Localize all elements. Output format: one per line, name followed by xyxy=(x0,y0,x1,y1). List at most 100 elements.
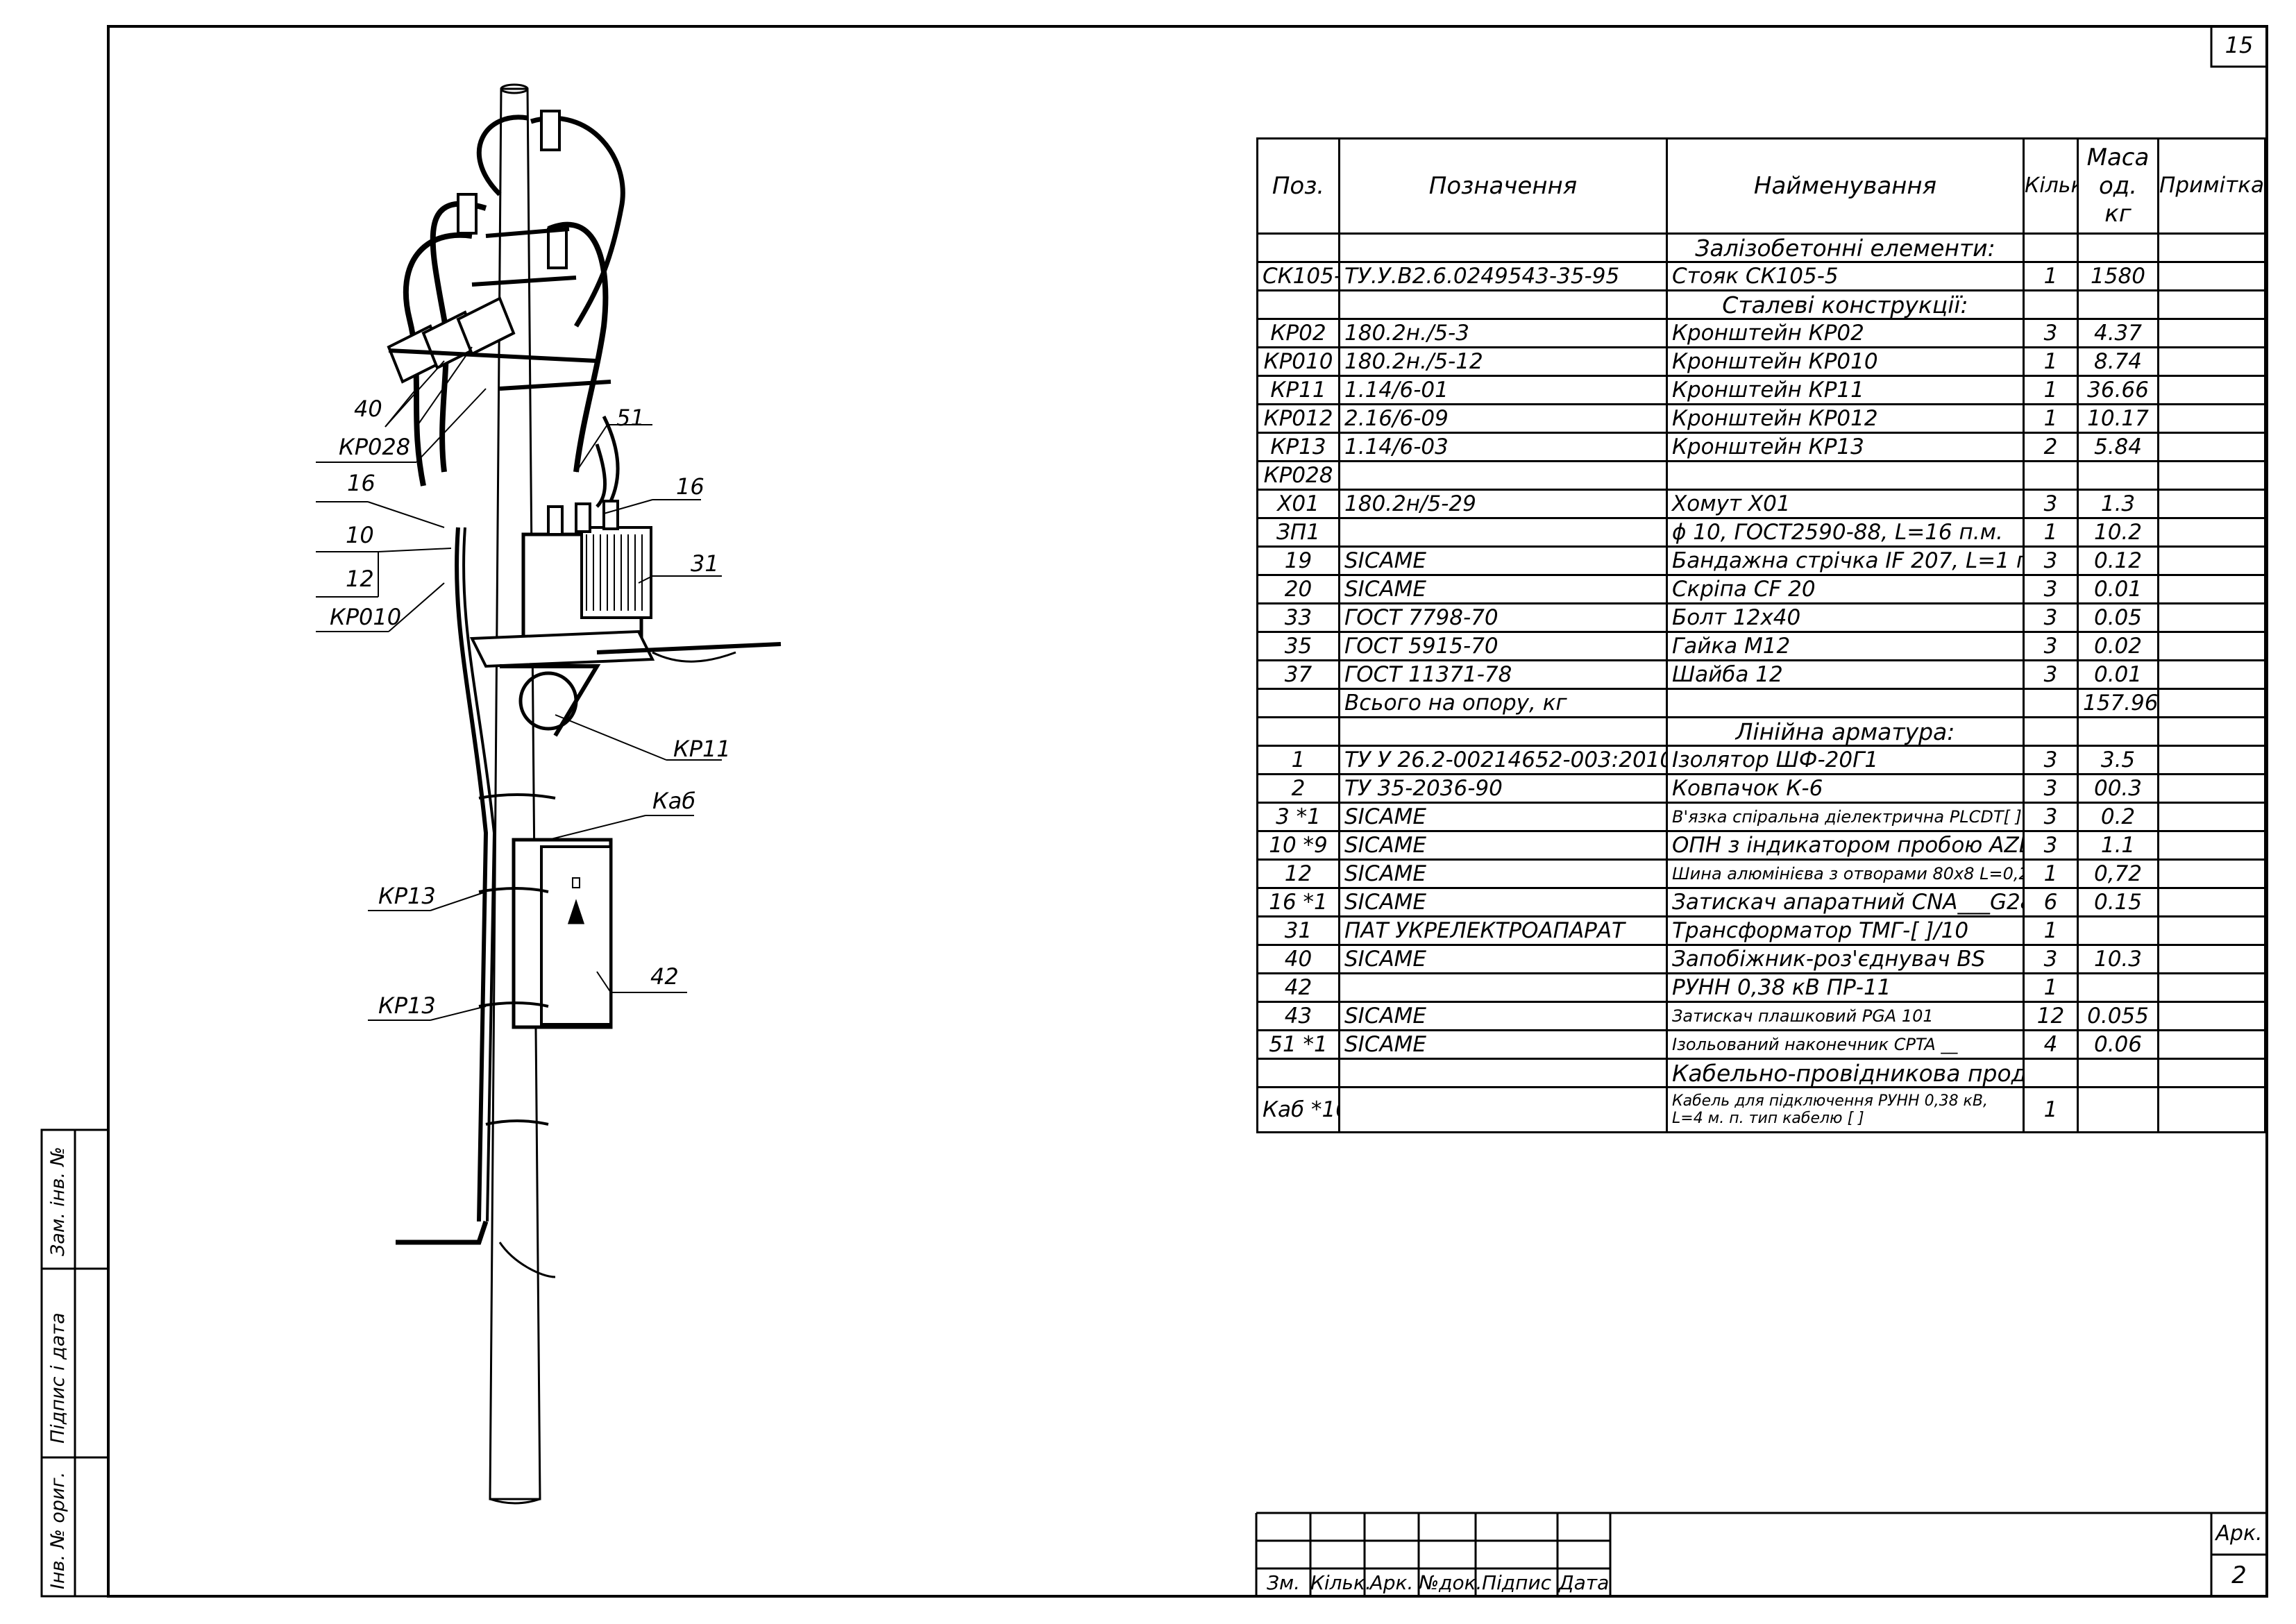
cell-name: Кабель для підключення РУНН 0,38 кВ, L=4… xyxy=(1666,1086,2025,1133)
cell-mass: 0.12 xyxy=(2077,545,2159,576)
cell-pos: 35 xyxy=(1256,631,1340,661)
cell-note xyxy=(2157,602,2266,633)
cell-name: ОПН з індикатором пробою AZB-D_____-1 xyxy=(1666,830,2025,861)
cell-name: Болт 12х40 xyxy=(1666,602,2025,633)
cell-designation: 1.14/6-03 xyxy=(1338,432,1668,462)
tb-col-ark: Арк. xyxy=(1369,1571,1414,1594)
cell-name: Затискач апаратний CNA___G28 xyxy=(1666,887,2025,917)
cell-empty xyxy=(1256,289,1340,320)
header-name: Найменування xyxy=(1666,137,2025,235)
cell-pos: 12 xyxy=(1256,858,1340,889)
tb-col-ndok: №док. xyxy=(1419,1571,1483,1594)
cell-empty xyxy=(1256,716,1340,747)
cell-note xyxy=(2157,460,2266,491)
cell-name: Бандажна стрічка IF 207, L=1 п.м. xyxy=(1666,545,2025,576)
cell-mass: 8.74 xyxy=(2077,346,2159,377)
cell-name xyxy=(1666,688,2025,718)
section-title: Лінійна арматура: xyxy=(1666,716,2025,747)
cell-pos: КР012 xyxy=(1256,403,1340,434)
cell-note xyxy=(2157,688,2266,718)
callout-40: 40 xyxy=(354,396,382,422)
cell-mass xyxy=(2077,972,2159,1003)
cell-note xyxy=(2157,887,2266,917)
cell-note xyxy=(2157,375,2266,405)
section-row: Лінійна арматура: xyxy=(1256,716,2266,747)
cell-mass: 10.17 xyxy=(2077,403,2159,434)
header-pos: Поз. xyxy=(1256,137,1340,235)
cell-designation: SICAME xyxy=(1338,1001,1668,1031)
cell-qty: 3 xyxy=(2023,745,2079,775)
tb-col-zm: Зм. xyxy=(1267,1571,1300,1594)
cell-designation xyxy=(1338,460,1668,491)
table-row: Каб *10 Кабель для підключення РУНН 0,38 … xyxy=(1256,1086,2266,1133)
cell-empty xyxy=(2157,232,2266,263)
callout-kp13-lower: КР13 xyxy=(378,992,436,1019)
cell-empty xyxy=(1256,232,1340,263)
cell-qty: 3 xyxy=(2023,318,2079,348)
cell-name: Кронштейн КР02 xyxy=(1666,318,2025,348)
cell-note xyxy=(2157,773,2266,804)
cell-mass: 00.3 xyxy=(2077,773,2159,804)
cell-designation: SICAME xyxy=(1338,1029,1668,1060)
cell-qty: 1 xyxy=(2023,403,2079,434)
cell-empty xyxy=(2023,289,2079,320)
cell-note xyxy=(2157,944,2266,974)
cell-designation: SICAME xyxy=(1338,830,1668,861)
cell-pos: Х01 xyxy=(1256,489,1340,519)
section-title: Кабельно-провідникова продукція: xyxy=(1666,1058,2025,1088)
tb-sheet-label: Арк. xyxy=(2215,1521,2263,1546)
cell-qty: 3 xyxy=(2023,659,2079,690)
table-row: КР028 xyxy=(1256,460,2266,491)
cell-pos: 2 xyxy=(1256,773,1340,804)
cell-qty: 3 xyxy=(2023,830,2079,861)
cell-designation xyxy=(1338,517,1668,548)
cell-mass: 0.01 xyxy=(2077,574,2159,604)
section-title: Сталеві конструкції: xyxy=(1666,289,2025,320)
cell-note xyxy=(2157,972,2266,1003)
cell-empty xyxy=(2077,232,2159,263)
callout-kp11: КР11 xyxy=(673,736,731,762)
cell-mass: 5.84 xyxy=(2077,432,2159,462)
cell-pos: КР010 xyxy=(1256,346,1340,377)
cell-pos: 37 xyxy=(1256,659,1340,690)
cell-name: РУНН 0,38 кВ ПР-11 xyxy=(1666,972,2025,1003)
cell-pos: ЗП1 xyxy=(1256,517,1340,548)
cell-empty xyxy=(2157,289,2266,320)
section-title: Залізобетонні елементи: xyxy=(1666,232,2025,263)
cell-name: Шина алюмінієва з отворами 80х8 L=0,25м … xyxy=(1666,858,2025,889)
callout-kp028: КР028 xyxy=(339,434,411,460)
cell-mass: 3.5 xyxy=(2077,745,2159,775)
cell-mass: 0.02 xyxy=(2077,631,2159,661)
cell-name: Кронштейн КР012 xyxy=(1666,403,2025,434)
cell-note xyxy=(2157,802,2266,832)
cell-designation xyxy=(1338,1086,1668,1133)
cell-note xyxy=(2157,517,2266,548)
tb-col-pidpys: Підпис xyxy=(1481,1571,1552,1594)
cell-pos: 43 xyxy=(1256,1001,1340,1031)
cell-qty: 1 xyxy=(2023,346,2079,377)
cell-name: Запобіжник-роз'єднувач BS xyxy=(1666,944,2025,974)
callout-16-left: 16 xyxy=(347,470,375,496)
sheet-number: 15 xyxy=(2225,32,2254,58)
cell-pos: Каб *10 xyxy=(1256,1086,1340,1133)
cell-pos: 31 xyxy=(1256,915,1340,946)
cell-empty xyxy=(2023,1058,2079,1088)
cell-pos: 19 xyxy=(1256,545,1340,576)
cell-designation: 2.16/6-09 xyxy=(1338,403,1668,434)
callout-kab: Каб xyxy=(652,788,696,814)
cell-empty xyxy=(1338,232,1668,263)
cell-name: Скріпа CF 20 xyxy=(1666,574,2025,604)
